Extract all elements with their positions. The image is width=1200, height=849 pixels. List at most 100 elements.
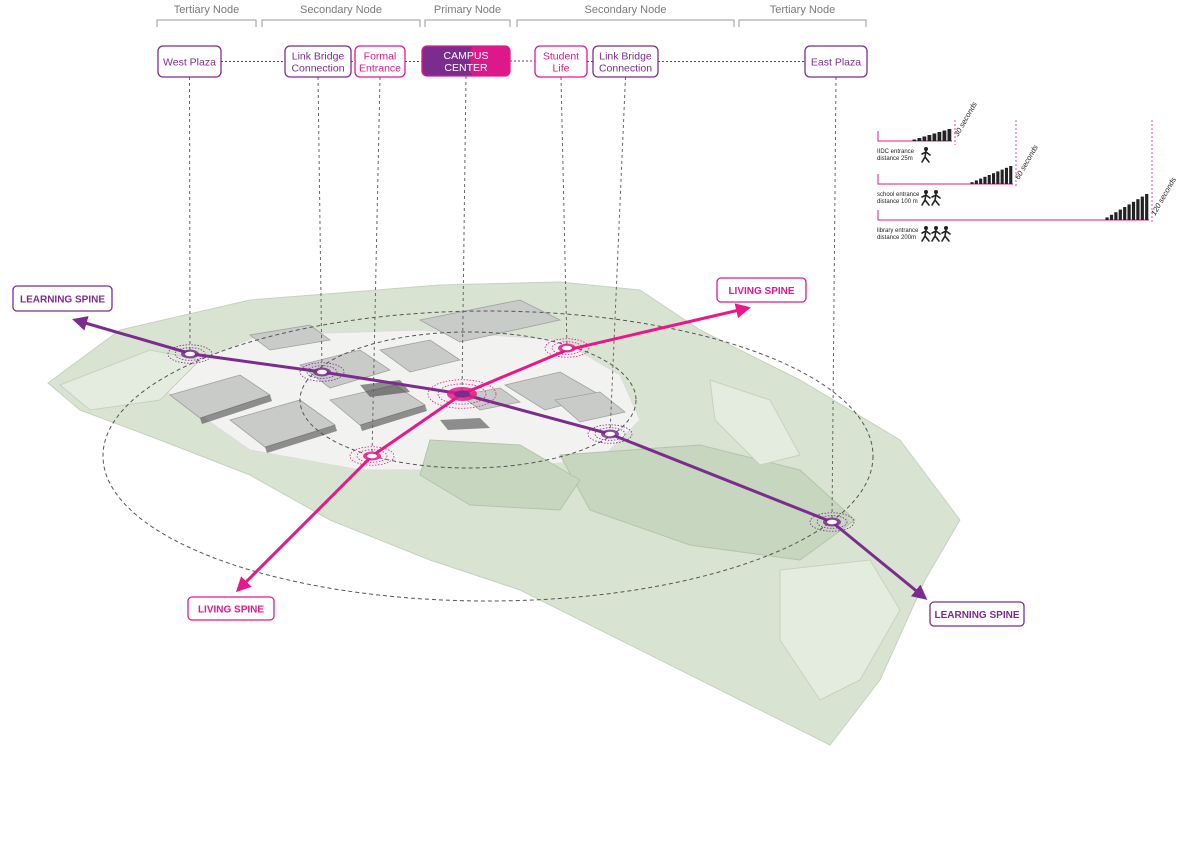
node-marker-link-bridge-west	[299, 362, 345, 382]
spine-label-text: LEARNING SPINE	[934, 610, 1019, 621]
walking-bar	[1118, 209, 1122, 220]
marker-center	[827, 519, 837, 525]
spine-labels: LEARNING SPINE LIVING SPINE LIVING SPINE LE…	[12, 277, 1025, 627]
walking-bar	[937, 132, 942, 141]
node-leader-line	[831, 76, 837, 523]
walking-baseline	[877, 174, 1013, 185]
walking-distance: distance 100 m	[877, 199, 918, 205]
walking-bar	[1000, 169, 1004, 184]
node-markers	[167, 338, 855, 532]
spine-label-text: LIVING SPINE	[198, 605, 264, 616]
pedestrian-icon	[931, 226, 941, 242]
node-box	[592, 45, 659, 78]
walking-bar	[1114, 212, 1118, 220]
node-box	[804, 45, 868, 78]
node-label-text: CENTER	[444, 62, 488, 74]
walking-bar	[927, 135, 932, 141]
walking-bar	[917, 138, 922, 141]
marker-center	[367, 453, 377, 459]
spine-label-learning-west: LEARNING SPINE	[12, 285, 113, 312]
node-marker-campus-center	[427, 379, 497, 409]
hierarchy-label: Primary Node	[434, 4, 501, 16]
node-marker-link-bridge-east	[587, 424, 633, 444]
walking-distance: distance 200m	[877, 235, 916, 241]
walking-bar	[1009, 166, 1013, 184]
bracket-line	[516, 19, 735, 27]
spine-label-text: LIVING SPINE	[728, 286, 794, 297]
walking-bar	[970, 182, 974, 184]
pedestrian-icon	[931, 190, 941, 206]
walking-bar	[942, 130, 947, 141]
node-label-text: Formal	[364, 51, 397, 63]
marker-halo	[349, 446, 395, 466]
bracket-line	[424, 19, 511, 27]
node-leader-line	[189, 76, 191, 355]
marker-halo	[816, 515, 848, 529]
hierarchy-label: Secondary Node	[300, 4, 382, 16]
walking-time-label: 120 seconds	[1149, 175, 1178, 217]
node-label-text: Student	[543, 51, 579, 63]
walking-bar	[983, 176, 987, 184]
bracket-line	[738, 19, 867, 27]
node-label-text: East Plaza	[811, 57, 861, 69]
walking-bar	[1004, 167, 1008, 184]
walking-bar	[1123, 207, 1127, 220]
walking-bar	[1105, 217, 1109, 220]
pedestrian-icon	[921, 190, 931, 206]
node-label-text: Connection	[599, 63, 652, 75]
marker-center	[605, 431, 615, 437]
node-marker-west-plaza	[167, 344, 213, 364]
node-east-plaza[interactable]: East Plaza	[804, 45, 868, 78]
node-box	[534, 45, 588, 78]
node-label-text: Link Bridge	[292, 51, 345, 63]
walking-baseline	[877, 131, 952, 142]
marker-center	[454, 390, 470, 398]
spine-label-box	[187, 596, 275, 621]
node-box	[354, 45, 406, 78]
hierarchy-bracket-2: Primary Node	[424, 4, 511, 27]
marker-halo	[299, 362, 345, 382]
walking-bar	[947, 129, 952, 141]
marker-halo	[306, 365, 338, 379]
spine-label-box	[12, 285, 113, 312]
node-label-text: Entrance	[359, 63, 401, 75]
marker-halo	[544, 338, 590, 358]
walking-bar	[1136, 199, 1140, 220]
node-west-plaza[interactable]: West Plaza	[157, 45, 222, 78]
spine-label-box	[929, 601, 1025, 627]
walking-distance: distance 25m	[877, 156, 913, 162]
spine-label-text: LEARNING SPINE	[20, 295, 105, 306]
walking-bar	[1109, 214, 1114, 220]
spine-label-learning-east: LEARNING SPINE	[929, 601, 1025, 627]
hierarchy-label: Tertiary Node	[174, 4, 239, 16]
spine-label-living-west: LIVING SPINE	[187, 596, 275, 621]
walking-destination: library entrance	[877, 228, 919, 234]
marker-halo	[437, 383, 487, 405]
hierarchy-bracket-1: Secondary Node	[261, 4, 421, 27]
walking-bar	[974, 180, 978, 184]
marker-halo	[174, 347, 206, 361]
walking-bar	[932, 133, 937, 141]
bracket-line	[156, 19, 257, 27]
walking-bar	[912, 139, 917, 141]
spine-label-box	[716, 277, 807, 303]
marker-halo	[809, 512, 855, 532]
pedestrian-icon	[941, 226, 951, 242]
walking-destination: IIDC entrance	[877, 149, 915, 155]
marker-halo	[587, 424, 633, 444]
node-marker-formal-entrance	[349, 446, 395, 466]
walking-bar	[979, 178, 983, 184]
walking-baseline	[877, 210, 1149, 221]
walking-bar	[922, 136, 927, 141]
node-marker-student-life	[544, 338, 590, 358]
marker-halo	[594, 427, 626, 441]
marker-center	[317, 369, 327, 375]
